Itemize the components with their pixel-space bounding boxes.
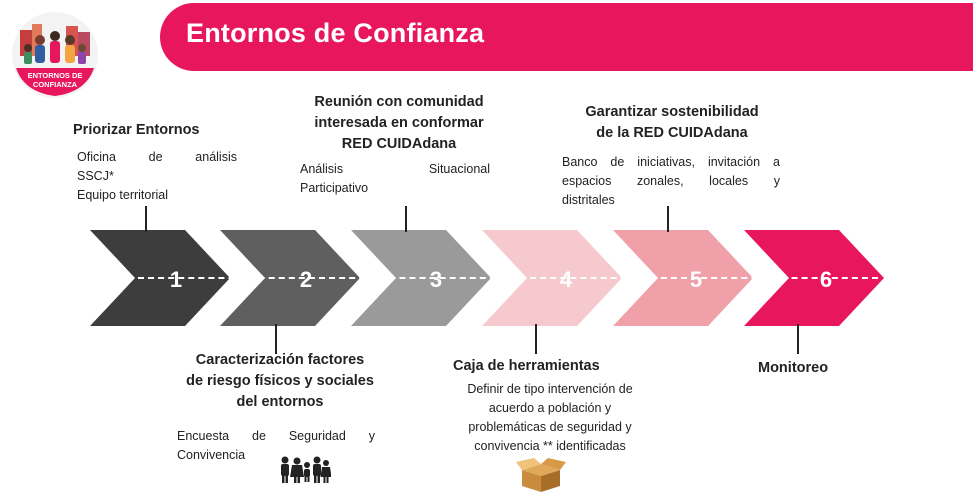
step-2-number: 2 <box>299 267 313 292</box>
logo-text-line2: CONFIANZA <box>33 80 78 89</box>
title-banner <box>160 3 973 71</box>
step-2-title: Caracterización factores de riesgo físic… <box>186 352 374 410</box>
page-title: Entornos de Confianza <box>186 18 485 48</box>
step-1-number: 1 <box>169 267 183 292</box>
step-3-description: Análisis Situacional Participativo <box>300 162 490 195</box>
step-2-description: Encuesta de Seguridad y Convivencia <box>177 429 375 462</box>
step-4-connector <box>535 324 537 354</box>
step-3-number: 3 <box>429 267 443 292</box>
people-group-icon <box>279 455 332 483</box>
entornos-logo: ENTORNOS DE CONFIANZA <box>6 12 104 98</box>
step-3-connector <box>405 206 407 232</box>
step-4-number: 4 <box>559 267 573 292</box>
step-3-title: Reunión con comunidad interesada en conf… <box>314 94 484 152</box>
step-2-connector <box>275 324 277 354</box>
step-1-title: Priorizar Entornos <box>73 122 200 138</box>
dashed-connector <box>138 277 878 279</box>
step-6-number: 6 <box>819 267 833 292</box>
step-5-connector <box>667 206 669 232</box>
step-1-description: Oficina de análisis SSCJ* Equipo territo… <box>77 150 237 202</box>
step-5-number: 5 <box>689 267 703 292</box>
step-6-connector <box>797 324 799 354</box>
step-1-connector <box>145 206 147 232</box>
open-box-icon <box>516 458 566 492</box>
step-5-title: Garantizar sostenibilidad de la RED CUID… <box>585 104 759 141</box>
step-6-title: Monitoreo <box>758 360 829 376</box>
logo-text-line1: ENTORNOS DE <box>28 71 83 80</box>
step-4-title: Caja de herramientas <box>453 358 600 374</box>
step-4-description: Definir de tipo intervención de acuerdo … <box>467 382 633 453</box>
step-5-description: Banco de iniciativas, invitación a espac… <box>562 155 780 207</box>
